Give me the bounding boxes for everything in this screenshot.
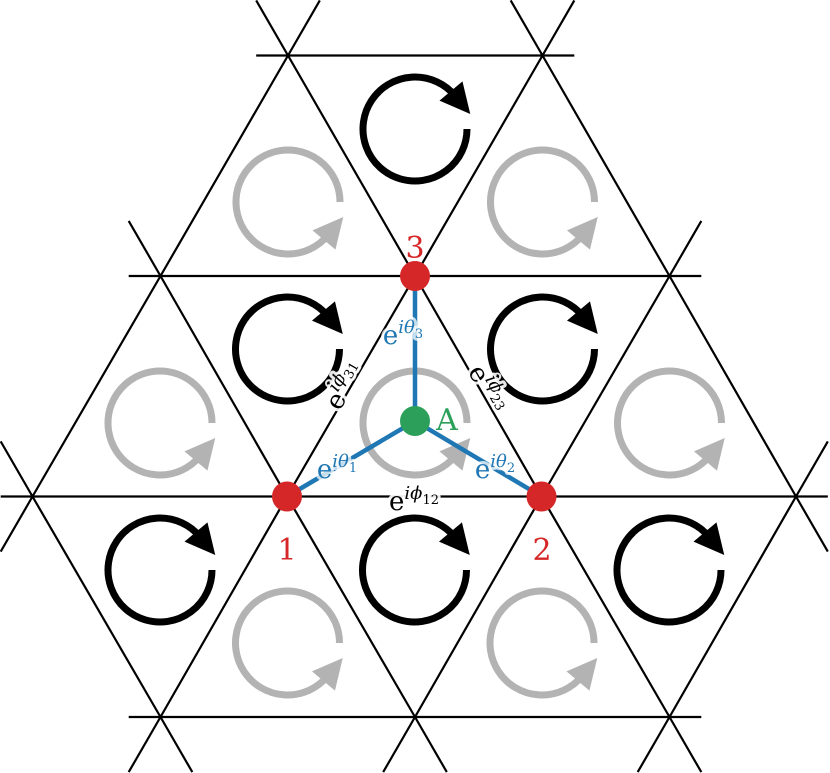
site-3-label: 3 xyxy=(405,231,424,266)
lattice-line-stub xyxy=(382,716,416,773)
bond-site-1-to-A xyxy=(285,419,417,499)
lattice-line-stub xyxy=(0,495,34,553)
hopping-label-theta2: eiθ2 xyxy=(472,448,518,488)
flux-arrowhead-icon xyxy=(566,658,598,691)
flux-arc xyxy=(359,73,471,185)
flux-arc xyxy=(232,146,344,258)
flux-arrowhead-icon xyxy=(566,217,598,250)
flux-arc xyxy=(104,514,216,626)
lattice-line-diagonal xyxy=(540,495,671,718)
counterclockwise-flux-arrow-icon xyxy=(486,587,598,699)
counterclockwise-flux-arrow-icon xyxy=(487,146,598,258)
svg-text:eiθ2: eiθ2 xyxy=(475,451,515,485)
site-3-dot xyxy=(400,261,430,291)
lattice-line-stub xyxy=(541,0,576,57)
flux-arc xyxy=(486,587,598,699)
lattice-line-diagonal xyxy=(31,275,162,498)
lattice-line-stub xyxy=(127,220,162,277)
lattice-line-diagonal xyxy=(159,495,288,718)
lattice-line-stub xyxy=(636,716,671,773)
flux-arc xyxy=(613,514,725,626)
counterclockwise-flux-arrow-icon xyxy=(359,367,471,479)
flux-arc xyxy=(487,146,598,258)
clockwise-flux-arrow-icon xyxy=(359,73,471,185)
svg-text:eiθ3: eiθ3 xyxy=(383,317,423,351)
flux-arrowhead-icon xyxy=(693,522,725,555)
lattice-line-stub xyxy=(668,220,703,277)
lattice-line-diagonal xyxy=(159,275,288,498)
svg-text:eiθ1: eiθ1 xyxy=(317,451,357,485)
flux-arrowhead-icon xyxy=(184,522,216,555)
lattice-line-stub xyxy=(287,0,321,57)
lattice-line-stub xyxy=(668,716,703,773)
lattice-line-stub xyxy=(127,716,162,773)
site-1-label: 1 xyxy=(277,533,296,568)
lattice-line-stub xyxy=(159,716,194,773)
flux-arc xyxy=(104,367,216,479)
flux-arrows xyxy=(104,73,725,699)
lattice-sites: 1 2 3A xyxy=(272,231,557,568)
lattice-line-stub xyxy=(795,440,829,498)
flux-arrowhead-icon xyxy=(184,438,216,471)
svg-text:eiϕ12: eiϕ12 xyxy=(389,483,439,517)
hopping-label-theta3: eiθ3 xyxy=(380,314,426,354)
clockwise-flux-arrow-icon xyxy=(487,293,598,405)
lattice-line-diagonal xyxy=(159,54,289,277)
lattice-line-stub xyxy=(414,716,448,773)
phase-label-phi12: eiϕ12 xyxy=(386,480,442,520)
lattice-line-diagonal xyxy=(668,275,797,498)
lattice-line-diagonal xyxy=(414,495,543,718)
flux-arrowhead-icon xyxy=(566,301,598,334)
lattice-line-diagonal xyxy=(287,54,416,277)
counterclockwise-flux-arrow-icon xyxy=(614,367,725,479)
lattice-line-stub xyxy=(509,0,544,57)
flux-arrowhead-icon xyxy=(438,522,470,555)
lattice-line-stub xyxy=(795,495,829,553)
lattice-line-diagonal xyxy=(414,54,544,277)
aux-site-A-label: A xyxy=(435,403,458,438)
flux-arrowhead-icon xyxy=(439,438,471,471)
aux-site-A-dot xyxy=(400,406,430,436)
flux-arc xyxy=(232,587,343,699)
flux-arrowhead-icon xyxy=(311,301,343,334)
lattice-line-diagonal xyxy=(286,275,416,498)
lattice-line-stub xyxy=(0,440,34,498)
clockwise-flux-arrow-icon xyxy=(613,514,725,626)
site-2-dot xyxy=(526,481,557,512)
flux-arc xyxy=(232,293,343,405)
flux-arc xyxy=(614,367,725,479)
flux-arrowhead-icon xyxy=(693,438,725,471)
flux-arrowhead-icon xyxy=(312,217,344,250)
counterclockwise-flux-arrow-icon xyxy=(232,146,344,258)
bond-site-2-to-A xyxy=(413,419,543,499)
flux-arc xyxy=(359,367,471,479)
lattice-line-diagonal xyxy=(414,275,543,498)
site-1-dot xyxy=(272,481,302,512)
lattice-line-diagonal xyxy=(286,495,416,718)
blue-bonds-to-aux-site xyxy=(285,276,543,499)
lattice-line-diagonal xyxy=(668,495,797,718)
clockwise-flux-arrow-icon xyxy=(359,514,470,626)
lattice-line-diagonal xyxy=(541,54,671,277)
counterclockwise-flux-arrow-icon xyxy=(104,367,216,479)
clockwise-flux-arrow-icon xyxy=(232,293,343,405)
flux-arrowhead-icon xyxy=(311,658,343,691)
site-2-label: 2 xyxy=(532,533,551,568)
lattice-line-diagonal xyxy=(540,275,671,498)
lattice-line-stub xyxy=(255,0,289,57)
hopping-label-theta1: eiθ1 xyxy=(314,448,360,488)
counterclockwise-flux-arrow-icon xyxy=(232,587,343,699)
flux-arc xyxy=(359,514,470,626)
clockwise-flux-arrow-icon xyxy=(104,514,216,626)
flux-arrowhead-icon xyxy=(439,81,471,114)
flux-arc xyxy=(487,293,598,405)
lattice-line-diagonal xyxy=(31,495,162,718)
